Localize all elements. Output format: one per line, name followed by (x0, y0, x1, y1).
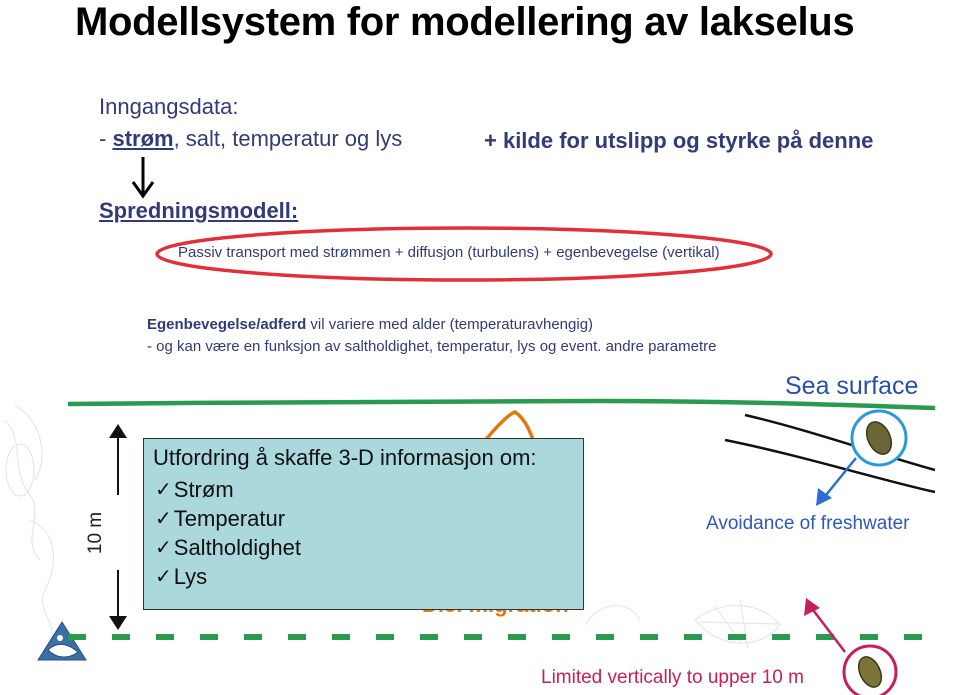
list-item: ✓Saltholdighet (155, 533, 583, 562)
input-dash: - (99, 126, 113, 151)
behaviour-line-1-rest: vil variere med alder (temperaturavhengi… (306, 316, 594, 333)
input-data-line: - strøm, salt, temperatur og lys (99, 126, 402, 152)
challenge-item-label: Temperatur (173, 506, 286, 531)
sea-surface-line (67, 398, 936, 411)
freshwater-line-outer (724, 438, 936, 494)
behaviour-bold: Egenbevegelse/adferd (147, 316, 307, 333)
page-title: Modellsystem for modellering av lakselus (75, 0, 855, 44)
sea-surface-label: Sea surface (785, 372, 919, 400)
input-heading: Inngangsdata: (99, 94, 239, 119)
challenge-item-label: Lys (173, 564, 208, 589)
depth-arrow (109, 424, 127, 630)
input-extra: + kilde for utslipp og styrke på denne (484, 128, 874, 153)
challenge-item-label: Saltholdighet (173, 535, 301, 560)
check-icon: ✓ (155, 535, 172, 559)
input-current: strøm (112, 126, 174, 151)
limited-lice-icon (804, 598, 898, 695)
model-highlight-ellipse (155, 226, 773, 282)
challenge-box: Utfordring å skaffe 3-D informasjon om: … (143, 438, 584, 610)
list-item: ✓Lys (155, 562, 583, 591)
behaviour-line-1: Egenbevegelse/adferd vil variere med ald… (147, 316, 593, 333)
list-item: ✓Temperatur (155, 504, 583, 533)
challenge-item-label: Strøm (173, 477, 234, 502)
behaviour-line-2: - og kan være en funksjon av saltholdigh… (147, 338, 717, 355)
check-icon: ✓ (155, 477, 172, 501)
input-others: , salt, temperatur og lys (173, 126, 403, 151)
check-icon: ✓ (155, 564, 172, 588)
down-arrow-icon (131, 157, 155, 199)
freshwater-line-inner (744, 413, 936, 472)
list-item: ✓Strøm (155, 475, 583, 504)
avoidance-label: Avoidance of freshwater (706, 513, 910, 534)
depth-label: 10 m (85, 511, 106, 555)
avoidance-lice-icon (816, 409, 908, 506)
challenge-title: Utfordring å skaffe 3-D informasjon om: (153, 445, 537, 470)
check-icon: ✓ (155, 506, 172, 530)
challenge-list: ✓Strøm ✓Temperatur ✓Saltholdighet ✓Lys (155, 475, 583, 591)
limited-label: Limited vertically to upper 10 m (541, 667, 804, 688)
model-description: Passiv transport med strømmen + diffusjo… (178, 244, 720, 261)
model-heading: Spredningsmodell: (99, 198, 299, 223)
background-sketch (4, 404, 781, 649)
logo-sketch-icon (37, 621, 87, 661)
